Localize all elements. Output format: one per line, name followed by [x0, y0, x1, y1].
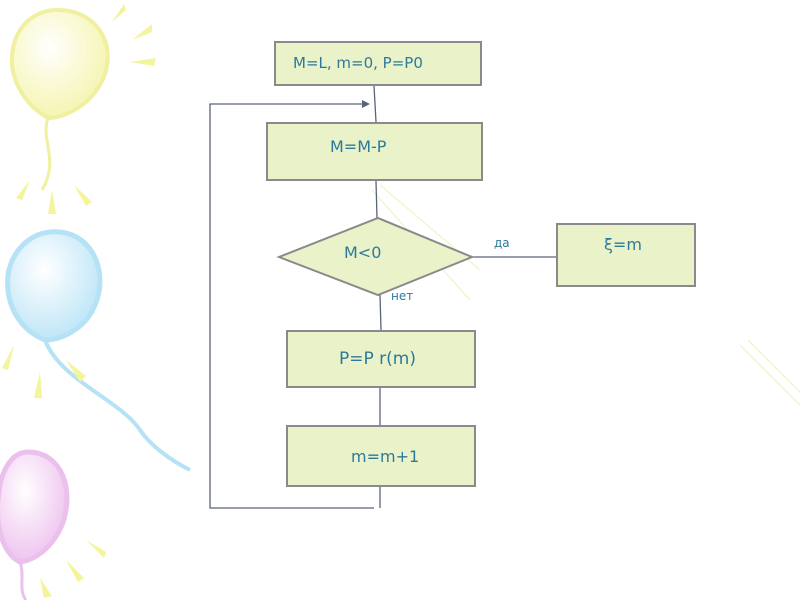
yellow-rays [16, 4, 156, 214]
result-box: ξ=m [556, 223, 696, 287]
connector-subtract-to-condition [375, 180, 378, 219]
multiply-step-box: P=P r(m) [286, 330, 476, 388]
increment-step-box: m=m+1 [286, 425, 476, 487]
connector-condition-to-multiply [379, 294, 382, 331]
condition-text: M<0 [344, 243, 382, 262]
multiply-step-text: P=P r(m) [339, 349, 416, 369]
pink-side-rays [40, 540, 106, 598]
loop-arrowhead [362, 100, 370, 108]
yes-branch-label: да [494, 236, 510, 250]
subtract-step-box: M=M-P [266, 122, 483, 181]
blue-balloon [5, 229, 191, 472]
init-step-text: M=L, m=0, P=P0 [293, 54, 423, 72]
init-step-box: M=L, m=0, P=P0 [274, 41, 482, 86]
connector-init-to-subtract [373, 85, 377, 123]
subtract-step-text: M=M-P [330, 137, 387, 156]
pink-balloon [0, 449, 70, 600]
blue-side-rays [2, 345, 86, 398]
no-branch-label: нет [391, 289, 414, 303]
loop-back-line [209, 103, 374, 509]
increment-step-text: m=m+1 [351, 447, 420, 466]
yellow-balloon [9, 7, 110, 191]
decision-diamond [276, 216, 475, 297]
result-text: ξ=m [604, 235, 642, 254]
